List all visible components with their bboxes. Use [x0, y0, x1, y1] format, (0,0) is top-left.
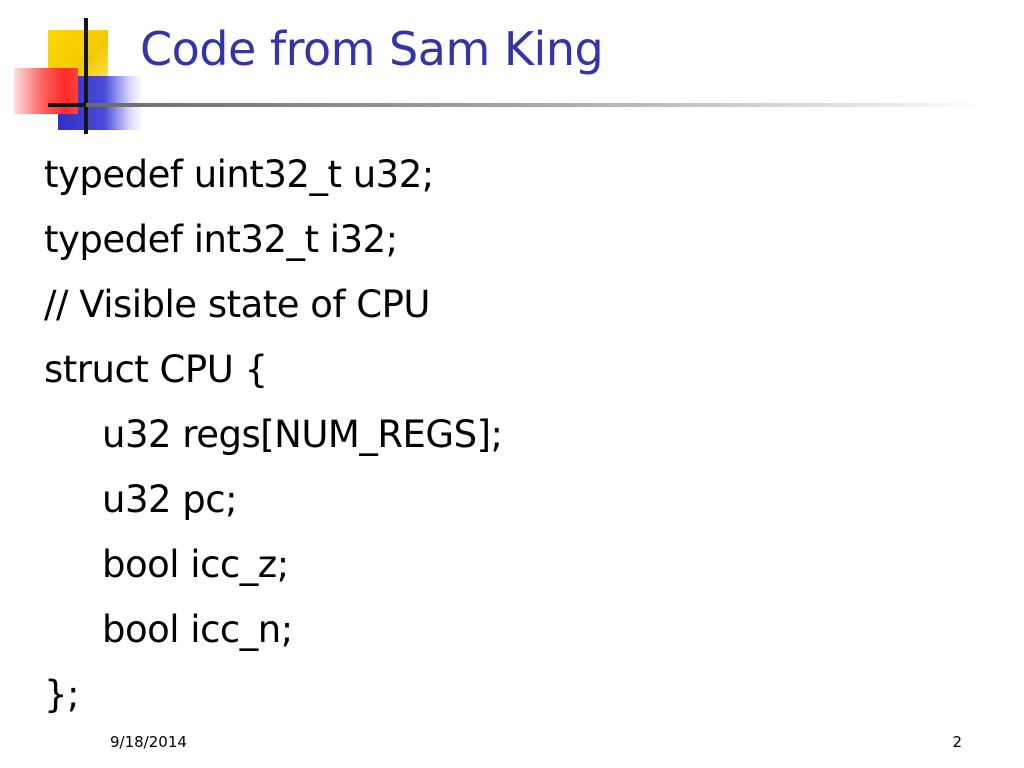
footer-date: 9/18/2014: [110, 733, 187, 751]
code-block: typedef uint32_t u32; typedef int32_t i3…: [44, 142, 503, 727]
code-line: };: [44, 673, 80, 716]
code-line: typedef uint32_t u32;: [44, 153, 434, 196]
code-line-indented: bool icc_z;: [102, 543, 289, 586]
slide-title: Code from Sam King: [140, 22, 604, 76]
slide-logo-decoration: [0, 0, 160, 140]
logo-vertical-line: [84, 18, 88, 134]
code-line: struct CPU {: [44, 348, 268, 391]
code-line-indented: bool icc_n;: [102, 608, 293, 651]
logo-red-square: [14, 68, 78, 114]
code-line-indented: u32 regs[NUM_REGS];: [102, 413, 503, 456]
code-line: // Visible state of CPU: [44, 283, 430, 326]
footer-page-number: 2: [952, 733, 962, 751]
title-underline-rule: [86, 103, 986, 107]
code-line: typedef int32_t i32;: [44, 218, 398, 261]
code-line-indented: u32 pc;: [102, 478, 238, 521]
